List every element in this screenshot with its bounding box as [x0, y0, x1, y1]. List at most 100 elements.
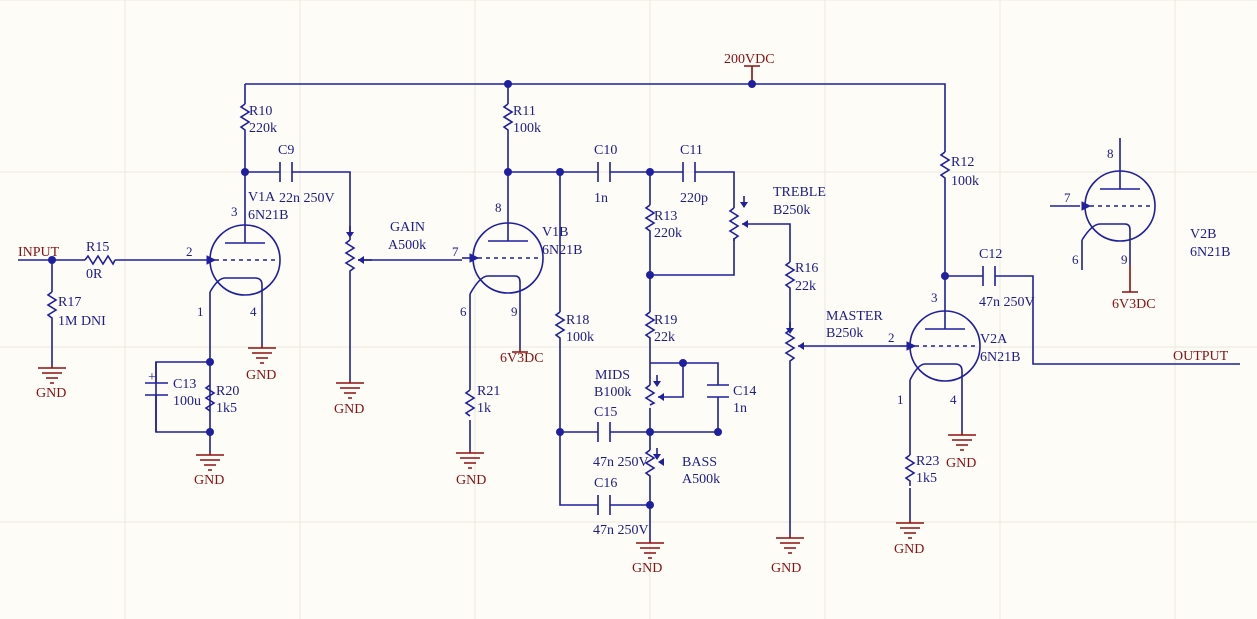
c12-ref: C12: [979, 247, 1002, 262]
mids-pot-symbol: [644, 375, 664, 406]
r18-value: 100k: [566, 330, 594, 345]
treble-pot-ref: TREBLE: [773, 185, 826, 200]
c12-symbol: [982, 266, 996, 286]
r19-ref: R19: [654, 313, 677, 328]
c14-value: 1n: [733, 401, 747, 416]
gain-pot-symbol: [344, 226, 372, 276]
output-net-label: OUTPUT: [1173, 349, 1229, 364]
bass-pot-value: A500k: [682, 472, 720, 487]
c11-symbol: [682, 162, 696, 182]
v1b-ref: V1B: [542, 225, 568, 240]
c13-ref: C13: [173, 377, 196, 392]
c15-ref: C15: [594, 405, 617, 420]
r21-value: 1k: [477, 401, 491, 416]
r11-value: 100k: [513, 121, 541, 136]
c9-ref: C9: [278, 143, 294, 158]
v2b-pin-grid: 7: [1064, 190, 1071, 205]
r19-value: 22k: [654, 330, 675, 345]
c10-symbol: [597, 162, 611, 182]
r17-symbol: [46, 291, 58, 325]
r13-ref: R13: [654, 209, 677, 224]
r12-value: 100k: [951, 174, 979, 189]
r10-symbol: [239, 103, 251, 134]
capacitor-symbols: [145, 162, 996, 515]
labels: 200VDC INPUT OUTPUT 6V3DC 6V3DC GND GND …: [18, 52, 1230, 576]
c14-ref: C14: [733, 384, 756, 399]
r10-value: 220k: [249, 121, 277, 136]
r16-value: 22k: [795, 279, 816, 294]
mids-pot-value: B100k: [594, 385, 631, 400]
r20-value: 1k5: [216, 401, 237, 416]
v1a-tube-symbol: [196, 224, 281, 296]
v2b-pin-heater: 9: [1121, 252, 1128, 267]
master-pot-value: B250k: [826, 326, 863, 341]
v1b-pin-cathode: 6: [460, 304, 467, 319]
v2b-pin-cathode: 6: [1072, 252, 1079, 267]
r17-ref: R17: [58, 295, 81, 310]
c15-symbol: [597, 422, 611, 442]
c9-value: 22n 250V: [279, 191, 335, 206]
r15-symbol: [84, 254, 116, 266]
r18-symbol: [554, 311, 566, 345]
r17-value: 1M DNI: [58, 314, 106, 329]
r23-symbol: [904, 454, 916, 486]
v2b-heater-net-label: 6V3DC: [1112, 297, 1156, 312]
r15-ref: R15: [86, 240, 109, 255]
gnd-label-master: GND: [771, 561, 801, 576]
v1a-pin-heater: 4: [250, 304, 257, 319]
gnd-label-gain: GND: [334, 402, 364, 417]
v2a-pin-cathode: 1: [897, 392, 904, 407]
r12-symbol: [939, 151, 951, 185]
gain-pot-ref: GAIN: [390, 220, 425, 235]
gnd-label-v1a: GND: [246, 368, 276, 383]
v1a-pin-cathode: 1: [197, 304, 204, 319]
resistor-symbols: [46, 103, 951, 486]
r23-ref: R23: [916, 454, 939, 469]
supply-net-label: 200VDC: [724, 52, 775, 67]
v1b-pin-grid: 7: [452, 244, 459, 259]
c11-value: 220p: [680, 191, 708, 206]
mids-pot-ref: MIDS: [595, 368, 630, 383]
v1b-pin-heater: 9: [511, 304, 518, 319]
treble-pot-value: B250k: [773, 203, 810, 218]
v1a-pin-plate: 3: [231, 204, 238, 219]
c13-polarity: +: [148, 370, 156, 385]
master-pot-ref: MASTER: [826, 309, 883, 324]
r19-symbol: [644, 311, 656, 345]
r23-value: 1k5: [916, 471, 937, 486]
c9-symbol: [279, 162, 293, 182]
gnd-label-r20: GND: [194, 473, 224, 488]
r21-symbol: [464, 389, 476, 417]
c16-value: 47n 250V: [593, 523, 649, 538]
v2a-ref: V2A: [980, 332, 1008, 347]
v2a-pin-grid: 2: [888, 330, 895, 345]
v1a-value: 6N21B: [248, 208, 288, 223]
c13-symbol: [145, 362, 168, 432]
c12-value: 47n 250V: [979, 295, 1035, 310]
v1a-ref: V1A: [248, 190, 276, 205]
treble-pot-symbol: [728, 196, 748, 241]
v2b-tube-symbol: [1081, 168, 1156, 242]
v1b-value: 6N21B: [542, 243, 582, 258]
v2b-value: 6N21B: [1190, 245, 1230, 260]
r13-symbol: [644, 204, 656, 238]
gain-pot-value: A500k: [388, 238, 426, 253]
r20-ref: R20: [216, 384, 239, 399]
r15-value: 0R: [86, 267, 103, 282]
c16-ref: C16: [594, 476, 617, 491]
master-pot-symbol: [784, 322, 804, 362]
r12-ref: R12: [951, 155, 974, 170]
r18-ref: R18: [566, 313, 589, 328]
r11-symbol: [502, 103, 514, 134]
gnd-label-tonestack: GND: [632, 561, 662, 576]
c11-ref: C11: [680, 143, 703, 158]
v2a-pin-heater: 4: [950, 392, 957, 407]
v1b-tube-symbol: [462, 222, 544, 295]
ground-symbols: [38, 345, 976, 559]
bass-pot-ref: BASS: [682, 455, 717, 470]
gnd-label-r17: GND: [36, 386, 66, 401]
v2b-ref: V2B: [1190, 227, 1216, 242]
